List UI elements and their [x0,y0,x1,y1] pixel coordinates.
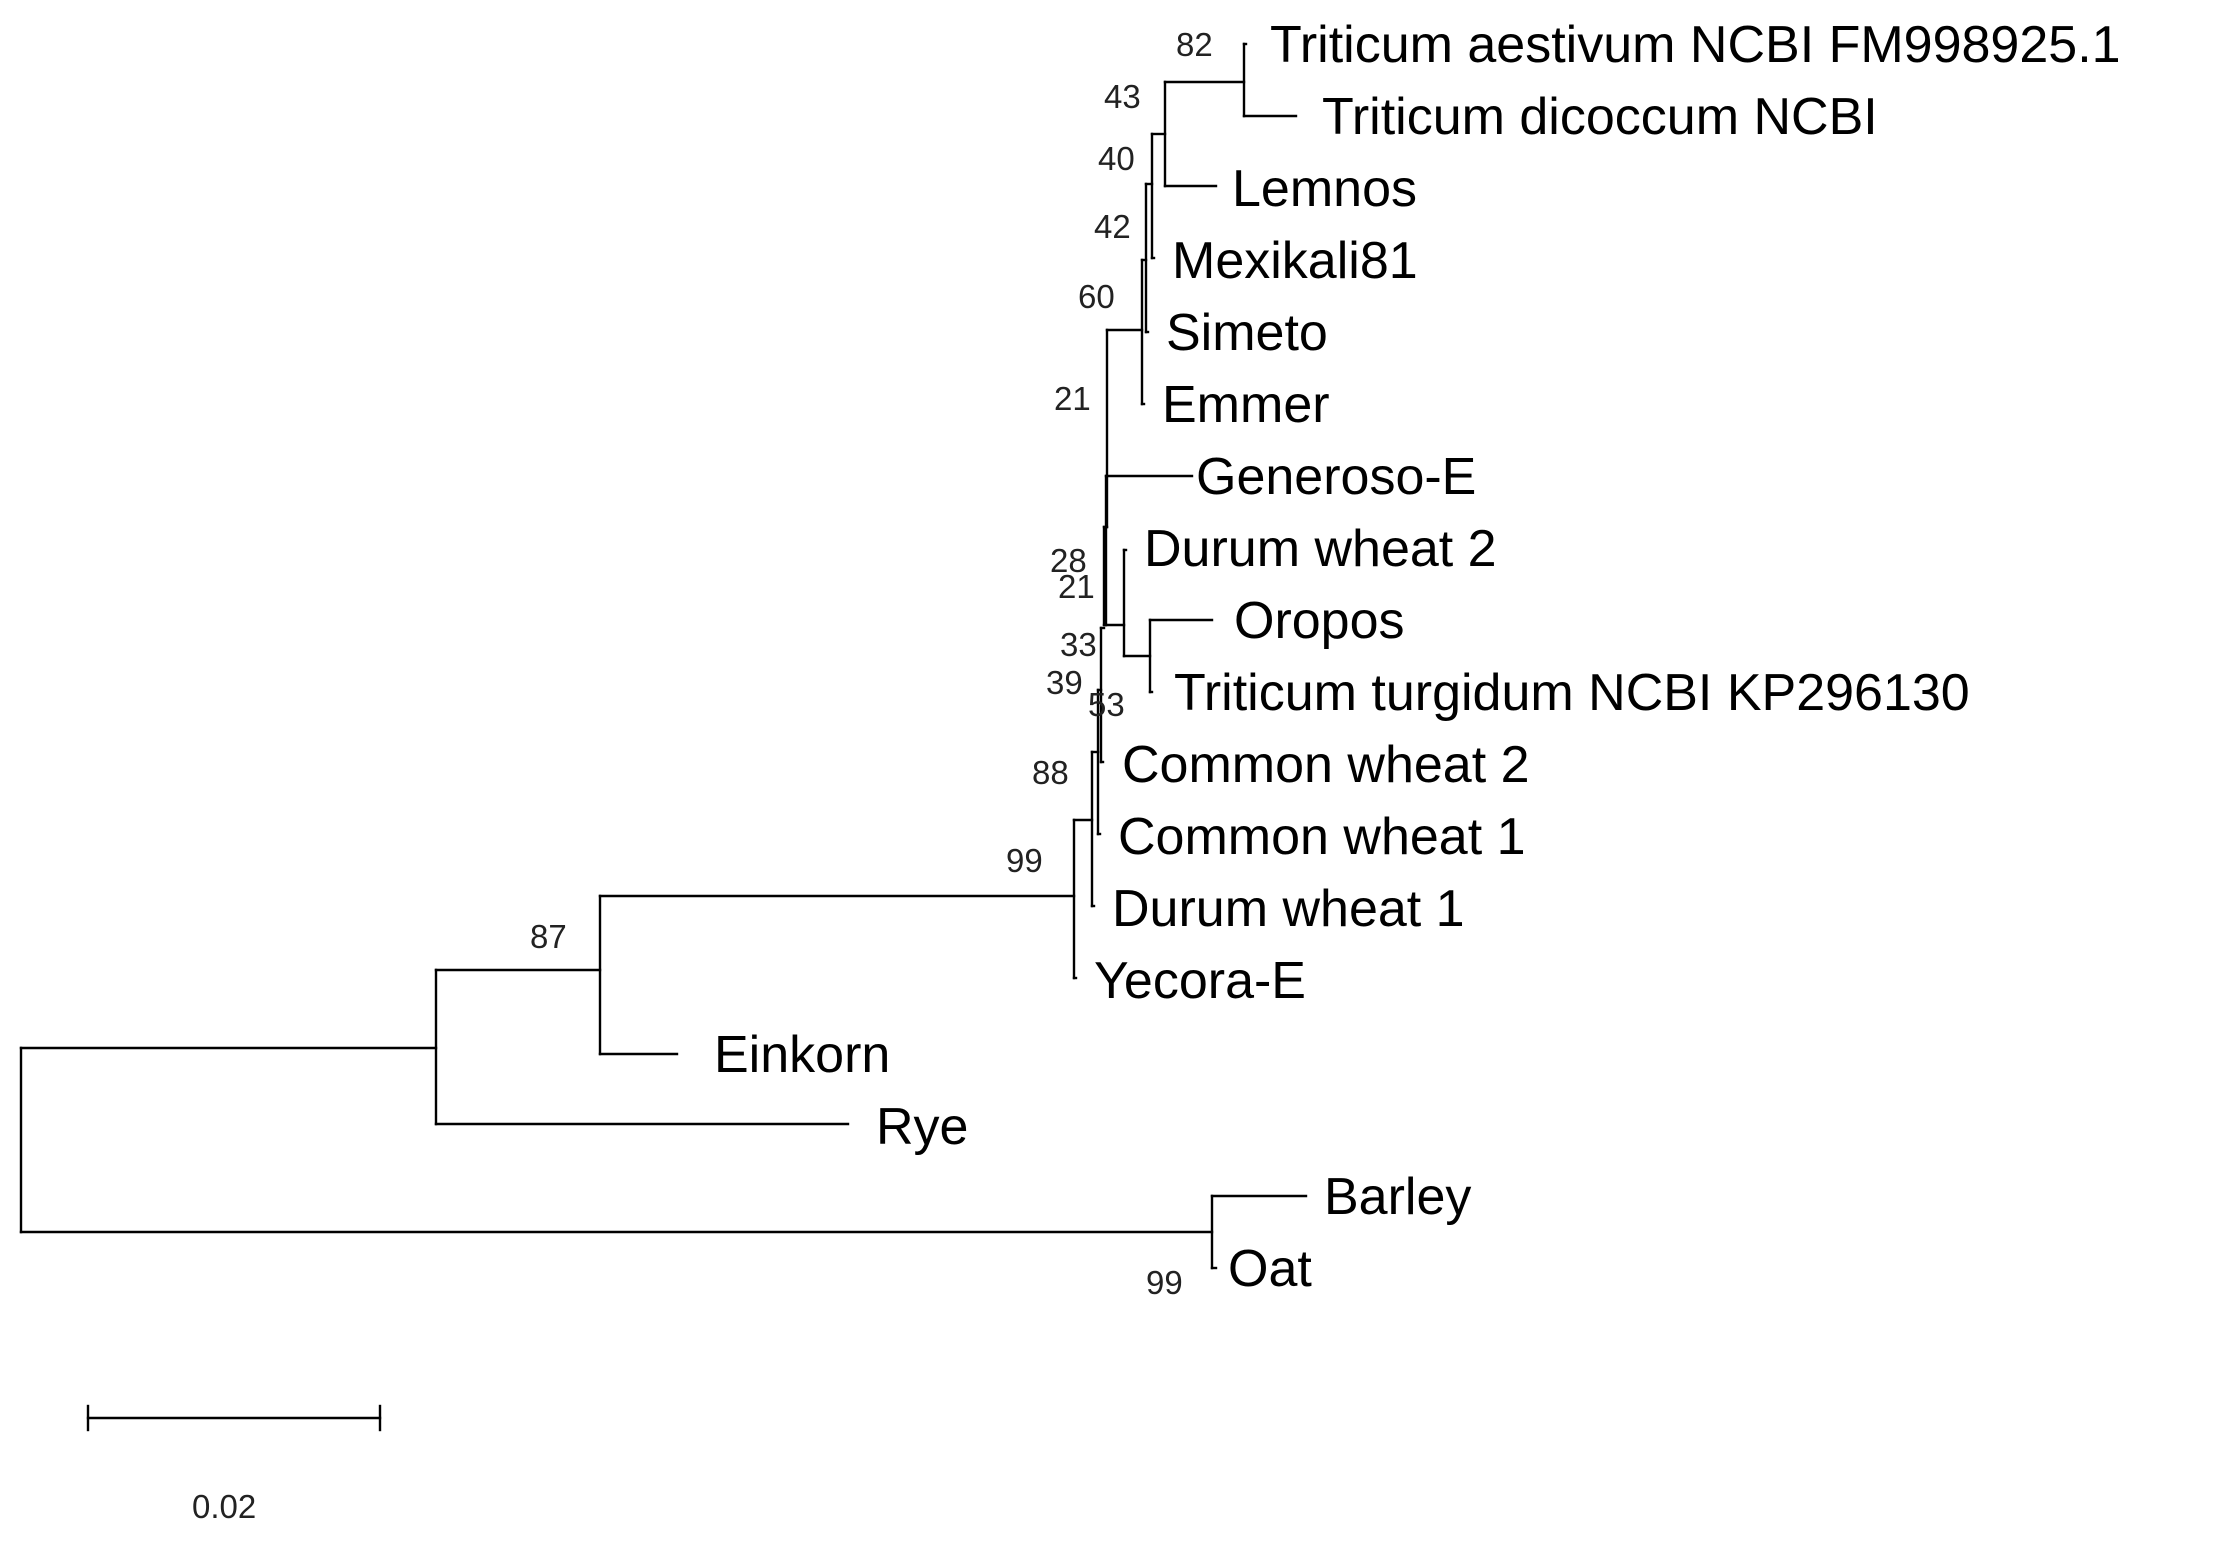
taxon-label: Oropos [1234,592,1405,650]
taxon-label: Einkorn [714,1026,890,1084]
taxon-label: Durum wheat 1 [1112,880,1465,938]
bootstrap-value: 53 [1088,686,1125,723]
bootstrap-value: 39 [1046,664,1083,701]
bootstrap-value: 43 [1104,78,1141,115]
taxon-label: Barley [1324,1168,1471,1226]
taxon-label: Common wheat 2 [1122,736,1530,794]
taxon-label: Triticum dicoccum NCBI [1322,88,1878,146]
bootstrap-value: 99 [1006,842,1043,879]
bootstrap-value: 87 [530,918,567,955]
scale-bar: 0.02 [86,1404,382,1525]
taxon-labels: Triticum aestivum NCBI FM998925.1 Tritic… [714,16,2121,1298]
taxon-label: Oat [1228,1240,1312,1298]
taxon-label: Rye [876,1098,968,1156]
taxon-label: Emmer [1162,376,1330,434]
taxon-label: Lemnos [1232,160,1417,218]
bootstrap-value: 99 [1146,1264,1183,1301]
bootstrap-value: 42 [1094,208,1131,245]
taxon-label: Triticum aestivum NCBI FM998925.1 [1270,16,2121,74]
bootstrap-value: 60 [1078,278,1115,315]
taxon-label: Simeto [1166,304,1328,362]
taxon-label: Durum wheat 2 [1144,520,1497,578]
bootstrap-value: 82 [1176,26,1213,63]
bootstrap-values: 82 43 40 42 60 21 28 21 33 39 53 88 99 8… [530,26,1213,1301]
taxon-label: Generoso-E [1196,448,1476,506]
taxon-label: Mexikali81 [1172,232,1418,290]
tree-branches [19,42,1308,1270]
bootstrap-value: 21 [1054,380,1091,417]
bootstrap-value: 40 [1098,140,1135,177]
bootstrap-value: 21 [1058,568,1095,605]
bootstrap-value: 33 [1060,626,1097,663]
taxon-label: Triticum turgidum NCBI KP296130 [1174,664,1970,722]
scale-bar-label: 0.02 [192,1488,256,1525]
taxon-label: Yecora-E [1094,952,1306,1010]
bootstrap-value: 28 [1050,542,1087,579]
bootstrap-value: 88 [1032,754,1069,791]
taxon-label: Common wheat 1 [1118,808,1526,866]
